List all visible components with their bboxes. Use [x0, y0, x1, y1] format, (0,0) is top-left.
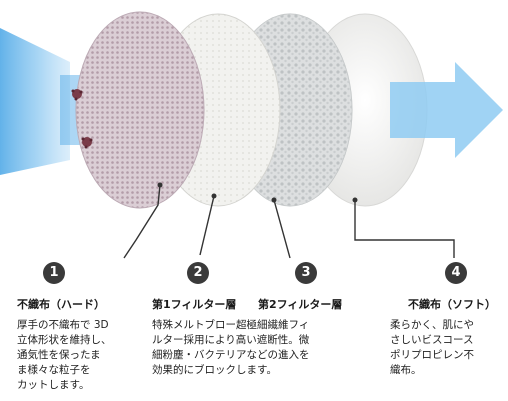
callout-lines: [123, 184, 455, 259]
layer-title-hard-nonwoven: 不織布（ハード）: [17, 298, 105, 311]
airflow-arrow: [390, 62, 503, 158]
layer-title-filter-2: 第2フィルター層: [258, 298, 343, 311]
layer-desc-filters: 特殊メルトブロー超極細繊維フィ ルター採用により高い遮断性。微 細粉塵・バクテリ…: [152, 319, 310, 376]
particle-icon: [81, 137, 93, 149]
layer-number-badge: 3: [295, 262, 317, 284]
layer-title-filter-1: 第1フィルター層: [152, 298, 237, 311]
disc-hard-nonwoven: [75, 11, 205, 209]
layer-number-badge: 1: [43, 262, 65, 284]
particle-icon: [71, 89, 83, 101]
layer-number-badge: 2: [187, 262, 209, 284]
layer-title-soft-nonwoven: 不織布（ソフト）: [408, 298, 496, 311]
airflow-band: [0, 28, 70, 175]
layer-desc-hard-nonwoven: 厚手の不織布で 3D 立体形状を維持し、 通気性を保ったま ま様々な粒子を カッ…: [17, 319, 112, 391]
layer-desc-soft-nonwoven: 柔らかく、肌にや さしいビスコース ポリプロピレン不 織布。: [390, 319, 474, 376]
layer-number-badge: 4: [445, 262, 467, 284]
